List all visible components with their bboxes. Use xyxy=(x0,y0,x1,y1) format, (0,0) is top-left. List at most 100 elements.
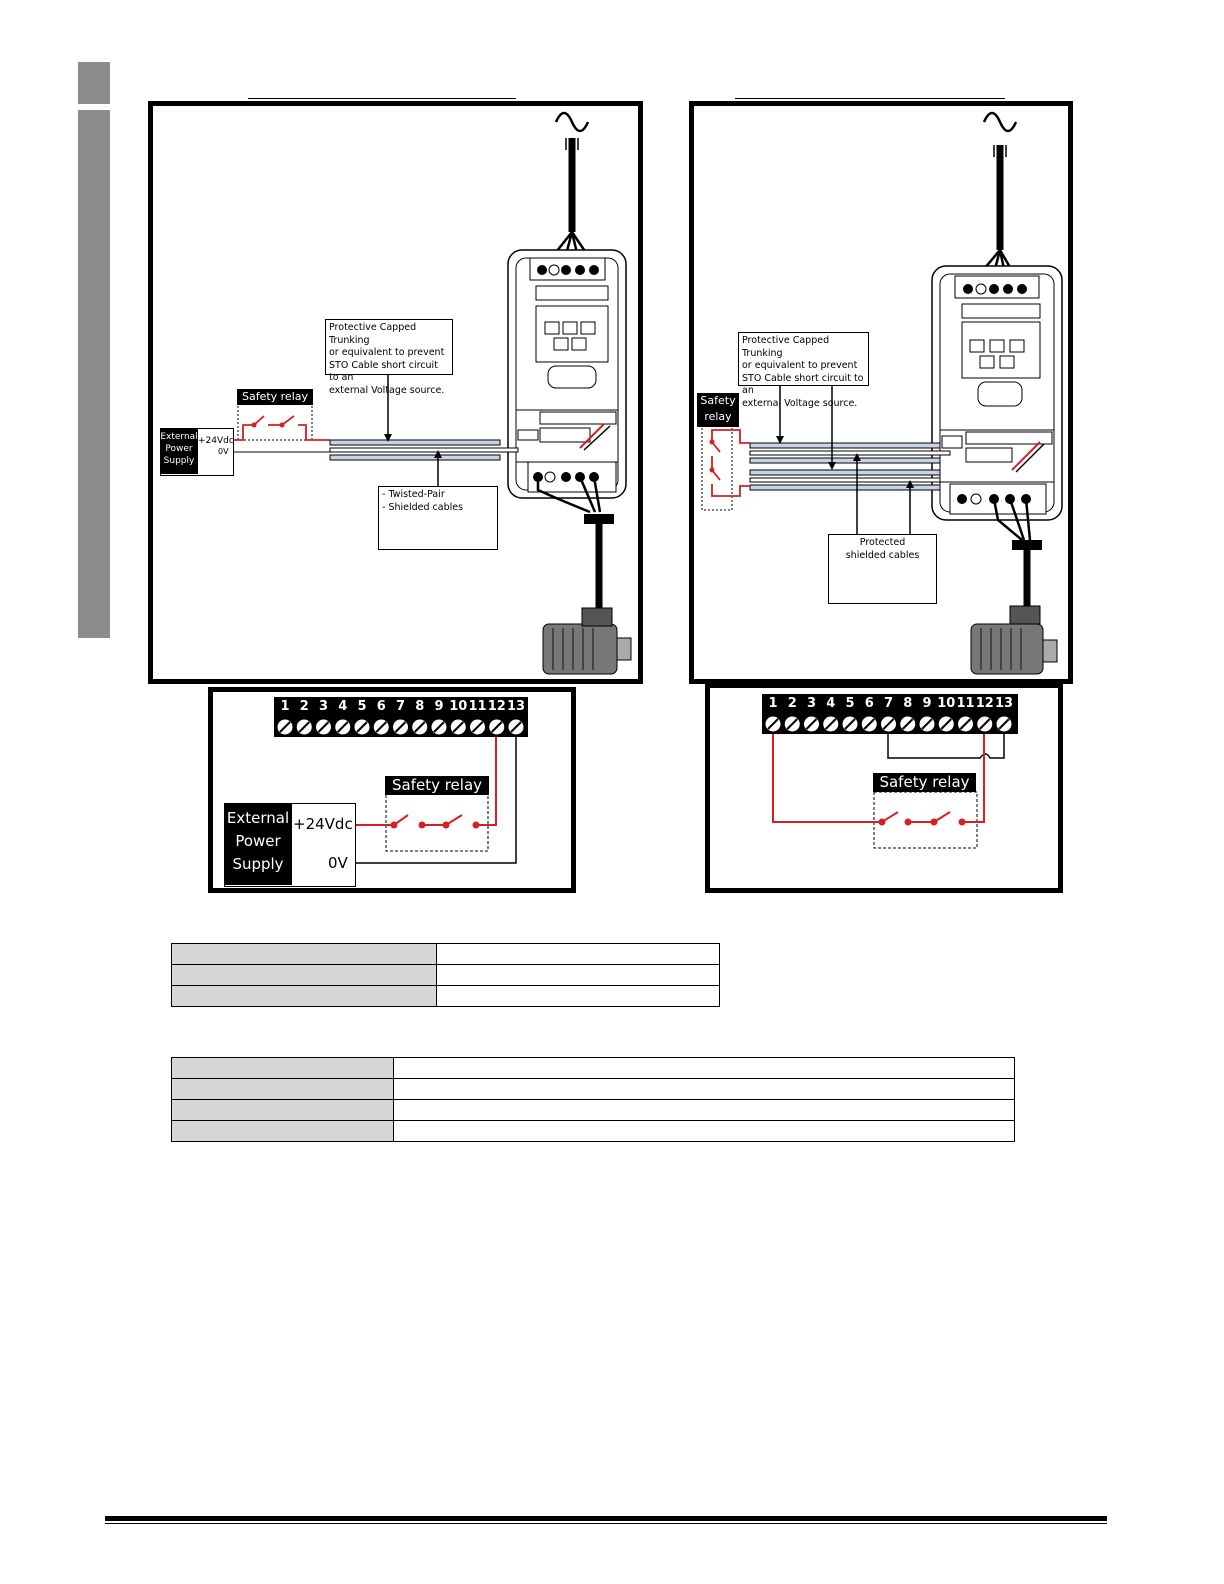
left-terminal-psu-label: External Power Supply xyxy=(224,803,292,885)
cable-note-line: Protected xyxy=(859,537,906,548)
terminal-number: 2 xyxy=(787,696,797,711)
terminal-number: 4 xyxy=(826,696,836,711)
terminal-screw-slot xyxy=(767,718,779,730)
cable-note-line: shielded cables xyxy=(845,549,920,561)
ac-supply-icon xyxy=(554,111,590,133)
right-safety-relay-label: Safety relay xyxy=(697,393,739,427)
right-heading-underline xyxy=(735,98,1005,99)
terminal-screw-slot xyxy=(491,721,503,733)
terminal-number: 3 xyxy=(318,699,329,714)
callout-line: STO Cable short circuit to an xyxy=(329,359,438,384)
psu-label-line: Supply xyxy=(163,456,195,466)
terminal-number: 1 xyxy=(768,696,778,711)
table-row xyxy=(171,985,720,1007)
left-terminal-psu-plus: +24Vdc xyxy=(293,815,353,833)
terminal-screw-slot xyxy=(863,718,875,730)
terminal-screw-slot xyxy=(940,718,952,730)
terminal-number: 6 xyxy=(864,696,874,711)
terminal-number: 7 xyxy=(395,699,406,714)
terminal-screw-slot xyxy=(375,721,387,733)
terminal-screw-slot xyxy=(394,721,407,733)
footer-rule xyxy=(105,1516,1107,1521)
relay-label-line: Safety xyxy=(700,394,736,407)
terminal-number: 6 xyxy=(376,699,386,714)
motor-icon xyxy=(542,607,632,675)
terminal-number: 4 xyxy=(338,699,348,714)
table-row xyxy=(171,943,720,965)
psu-label-line: External xyxy=(226,809,290,827)
callout-line: external Voltage source. xyxy=(329,384,445,396)
terminal-number: 1 xyxy=(280,699,290,714)
callout-line: or equivalent to prevent xyxy=(742,360,858,371)
table-1 xyxy=(171,943,720,1007)
terminal-screw-slot xyxy=(414,721,426,733)
terminal-screw-slot xyxy=(452,721,464,733)
psu-label-line: Power xyxy=(235,832,281,850)
table-row xyxy=(171,964,720,986)
left-trunking-callout: Protective Capped Trunking or equivalent… xyxy=(325,319,453,396)
terminal-number: 5 xyxy=(845,696,855,711)
terminal-screw-slot xyxy=(786,718,798,730)
terminal-screw-slot xyxy=(959,718,972,730)
sidebar-tab-body xyxy=(78,110,110,638)
sidebar-tab-top xyxy=(78,62,110,104)
callout-line: external Voltage source. xyxy=(742,397,858,409)
psu-label-line: Supply xyxy=(232,855,284,873)
left-psu-zero: 0V xyxy=(218,447,229,456)
terminal-screw-slot xyxy=(510,721,522,733)
terminal-number: 3 xyxy=(806,696,817,711)
terminal-number: 8 xyxy=(415,699,425,714)
cable-note-line: - Shielded cables xyxy=(382,501,464,513)
left-psu-label: External Power Supply xyxy=(160,428,198,474)
terminal-screw-slot xyxy=(317,721,330,733)
terminal-screw-slot xyxy=(805,718,818,730)
terminal-screw-slot xyxy=(882,718,895,730)
left-cable-note: - Twisted-Pair - Shielded cables xyxy=(378,486,498,550)
terminal-number: 10 xyxy=(937,696,956,711)
terminal-screw-slot xyxy=(902,718,914,730)
psu-label-line: External xyxy=(160,432,198,442)
terminal-screw-slot xyxy=(337,721,349,733)
psu-label-line: Power xyxy=(165,444,193,454)
callout-line: STO Cable short circuit to an xyxy=(742,372,864,397)
terminal-number: 10 xyxy=(449,699,468,714)
terminal-screw-slot xyxy=(825,718,837,730)
callout-line: or equivalent to prevent xyxy=(329,347,445,358)
left-psu-plus: +24Vdc xyxy=(198,436,234,446)
terminal-screw-slot xyxy=(433,721,445,733)
right-cable-note: Protected shielded cables xyxy=(828,534,937,604)
left-terminal-relay-label: Safety relay xyxy=(385,776,489,795)
terminal-number: 8 xyxy=(903,696,913,711)
motor-icon xyxy=(970,605,1058,675)
terminal-number: 12 xyxy=(487,699,506,714)
cable-note-line: - Twisted-Pair xyxy=(382,489,445,500)
inverter-drive-icon xyxy=(507,249,627,499)
ac-supply-icon xyxy=(982,111,1018,133)
terminal-number: 5 xyxy=(357,699,367,714)
terminal-screw-slot xyxy=(844,718,856,730)
terminal-number: 13 xyxy=(994,696,1014,711)
terminal-screw-slot xyxy=(979,718,991,730)
inverter-drive-icon xyxy=(931,265,1063,521)
terminal-number: 9 xyxy=(922,696,932,711)
table-2 xyxy=(171,1057,1015,1142)
terminal-screw-slot xyxy=(356,721,368,733)
capped-trunking xyxy=(749,442,951,491)
terminal-screw-slot xyxy=(471,721,484,733)
table-row xyxy=(171,1078,1015,1100)
capped-trunking xyxy=(329,439,519,461)
relay-label-line: relay xyxy=(704,410,732,423)
left-heading-underline xyxy=(248,98,516,99)
terminal-screw-slot xyxy=(998,718,1010,730)
footer-rule-thin xyxy=(105,1523,1107,1524)
terminal-number: 9 xyxy=(434,699,444,714)
left-safety-relay-label: Safety relay xyxy=(237,389,313,405)
terminal-number: 13 xyxy=(506,699,526,714)
terminal-number: 7 xyxy=(883,696,894,711)
